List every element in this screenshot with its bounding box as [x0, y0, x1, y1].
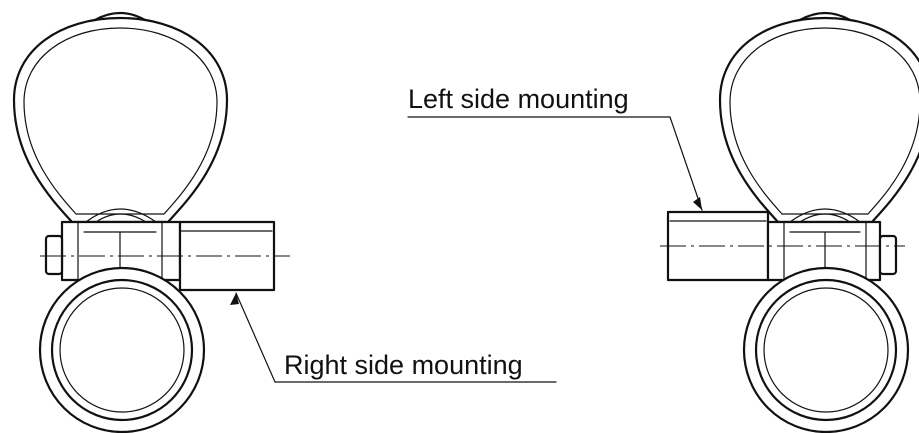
- dial-outer-2: [742, 266, 910, 433]
- top-cap-2: [798, 11, 852, 22]
- head-inner: [23, 27, 218, 215]
- side-lug: [44, 234, 64, 276]
- right-side-callout: Right side mounting: [284, 350, 523, 380]
- dial-outer: [38, 266, 206, 433]
- left-mount-view: [660, 11, 919, 433]
- left-side-arrowhead: [693, 197, 702, 210]
- neck-arc-inner-2: [799, 213, 851, 223]
- dial-face: [59, 287, 185, 413]
- head-inner-2: [729, 27, 919, 215]
- right-side-leader: [235, 292, 557, 383]
- neck-arc-inner: [95, 213, 147, 223]
- head-outer: [12, 16, 229, 224]
- right-mount-view: [12, 11, 290, 433]
- dial-ring: [50, 278, 194, 422]
- left-side-callout: Left side mounting: [408, 84, 629, 114]
- neck-arc-outer: [85, 208, 157, 223]
- dial-face-2: [763, 287, 889, 413]
- neck-arc-outer-2: [789, 208, 861, 223]
- left-side-leader: [407, 116, 703, 211]
- right-side-arrowhead: [230, 293, 239, 305]
- top-cap: [93, 11, 147, 22]
- side-lug-2: [878, 234, 898, 276]
- head-outer-2: [718, 16, 919, 224]
- dial-ring-2: [754, 278, 898, 422]
